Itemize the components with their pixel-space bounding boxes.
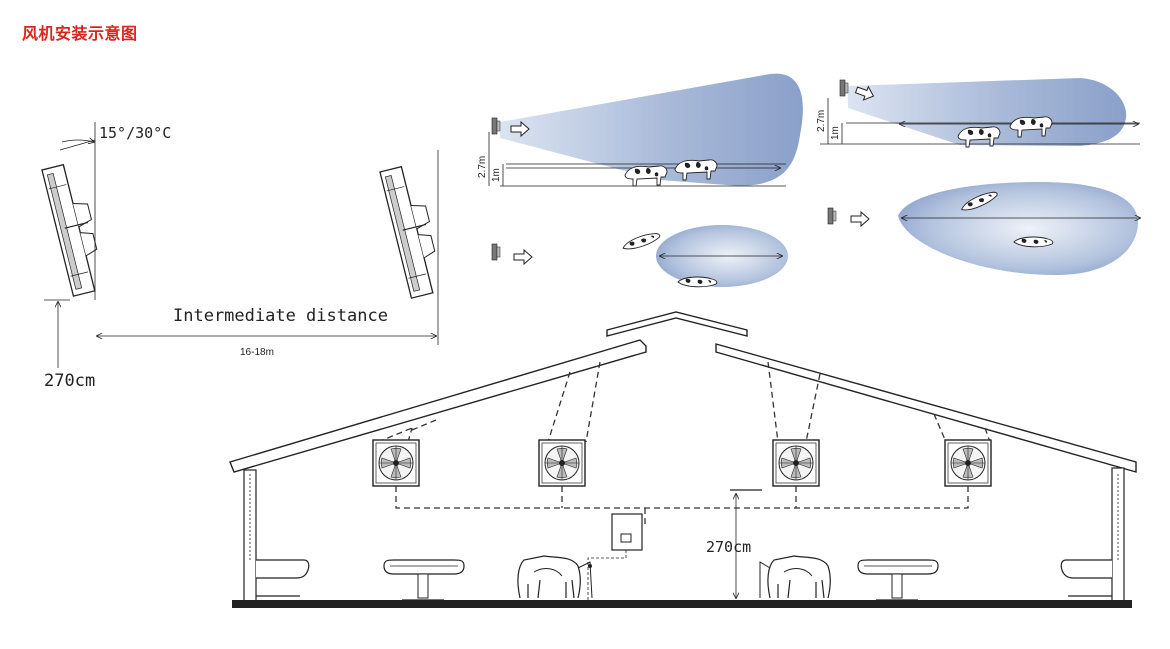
feeder-right-wall [1060, 559, 1112, 597]
feeder-left-wall [256, 559, 310, 597]
tilt-diagram: 15°/30°C 270cm Intermediate distance 16-… [41, 122, 439, 391]
feeder-1 [383, 559, 465, 601]
airflow-diagrams: 2.7m 1m 2.7m 1m [477, 73, 1140, 288]
distance-label: Intermediate distance [173, 306, 388, 326]
cow-rear-left [517, 555, 593, 599]
height-label-1m-a: 1m [491, 168, 502, 182]
angle-label: 15°/30°C [99, 124, 171, 142]
barn-cross-section: 270cm [229, 311, 1137, 608]
barn-height-label: 270cm [706, 538, 751, 556]
page-title: 风机安装示意图 [22, 24, 138, 43]
feeder-2 [857, 559, 939, 601]
height-label: 270cm [44, 371, 95, 391]
height-label-1m-b: 1m [830, 126, 841, 140]
airflow-top-tilted [827, 182, 1140, 276]
height-label-2-7m-b: 2.7m [816, 110, 827, 132]
cow-rear-right [759, 555, 831, 599]
airflow-top-flat [491, 225, 788, 288]
height-label-2-7m-a: 2.7m [477, 156, 488, 178]
airflow-side-tilted-right: 2.7m 1m [816, 78, 1140, 148]
airflow-side-tilted: 2.7m 1m [477, 73, 803, 187]
span-label: 16-18m [240, 347, 274, 358]
